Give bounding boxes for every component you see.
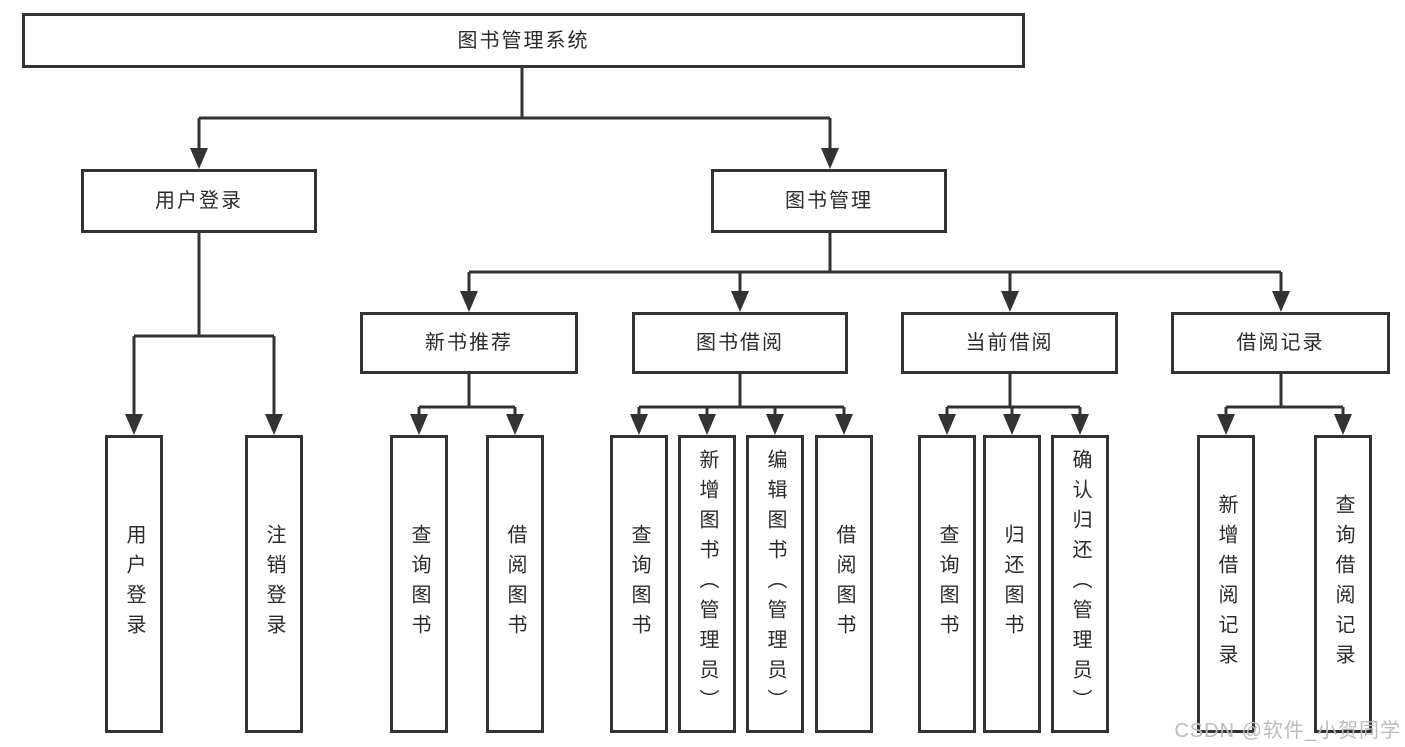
- leaf-records-query-record: 查询借阅记录: [1314, 435, 1372, 733]
- arrow-down-icon: [731, 291, 749, 312]
- arrow-down-icon: [1272, 291, 1290, 312]
- connector-current-to-leaves: [945, 374, 1082, 416]
- arrow-down-icon: [460, 291, 478, 312]
- leaf-current-confirm-return-admin: 确认归还（管理员）: [1051, 435, 1109, 733]
- connector-userlogin-to-leaves: [132, 233, 276, 416]
- connector-bookmgmt-to-level3: [467, 233, 1283, 293]
- arrowhead-icons: [125, 148, 1352, 435]
- arrow-down-icon: [938, 414, 956, 435]
- arrow-down-icon: [698, 414, 716, 435]
- connector-newbook-to-leaves: [417, 374, 517, 416]
- arrow-down-icon: [835, 414, 853, 435]
- node-borrowing-records: 借阅记录: [1171, 312, 1390, 374]
- node-current-borrowing: 当前借阅: [901, 312, 1118, 374]
- arrow-down-icon: [1003, 414, 1021, 435]
- leaf-borrowing-query-books: 查询图书: [610, 435, 668, 733]
- arrow-down-icon: [821, 148, 839, 169]
- leaf-current-return-books: 归还图书: [983, 435, 1041, 733]
- leaf-current-query-books: 查询图书: [918, 435, 976, 733]
- leaf-newbook-query-books: 查询图书: [390, 435, 448, 733]
- arrow-down-icon: [630, 414, 648, 435]
- connector-paths: [132, 68, 1345, 416]
- leaf-records-add-record: 新增借阅记录: [1197, 435, 1255, 733]
- connector-borrowing-to-leaves: [637, 374, 846, 416]
- arrow-down-icon: [265, 414, 283, 435]
- arrow-down-icon: [766, 414, 784, 435]
- arrow-down-icon: [506, 414, 524, 435]
- node-library-system: 图书管理系统: [22, 13, 1025, 68]
- leaf-borrowing-edit-books-admin: 编辑图书（管理员）: [746, 435, 804, 733]
- connector-root-to-level2: [197, 68, 832, 150]
- node-new-book-recommend: 新书推荐: [360, 312, 578, 374]
- arrow-down-icon: [1071, 414, 1089, 435]
- leaf-borrowing-add-books-admin: 新增图书（管理员）: [678, 435, 736, 733]
- arrow-down-icon: [1217, 414, 1235, 435]
- leaf-newbook-borrow-books: 借阅图书: [486, 435, 544, 733]
- arrow-down-icon: [1001, 291, 1019, 312]
- node-user-login: 用户登录: [81, 169, 317, 233]
- connector-records-to-leaves: [1224, 374, 1345, 416]
- arrow-down-icon: [410, 414, 428, 435]
- node-book-management: 图书管理: [711, 169, 947, 233]
- arrow-down-icon: [1334, 414, 1352, 435]
- arrow-down-icon: [125, 414, 143, 435]
- leaf-borrowing-borrow-books: 借阅图书: [815, 435, 873, 733]
- arrow-down-icon: [190, 148, 208, 169]
- leaf-logout: 注销登录: [245, 435, 303, 733]
- csdn-watermark: CSDN @软件_小贺同学: [1174, 720, 1401, 742]
- leaf-user-login: 用户登录: [105, 435, 163, 733]
- node-book-borrowing: 图书借阅: [632, 312, 848, 374]
